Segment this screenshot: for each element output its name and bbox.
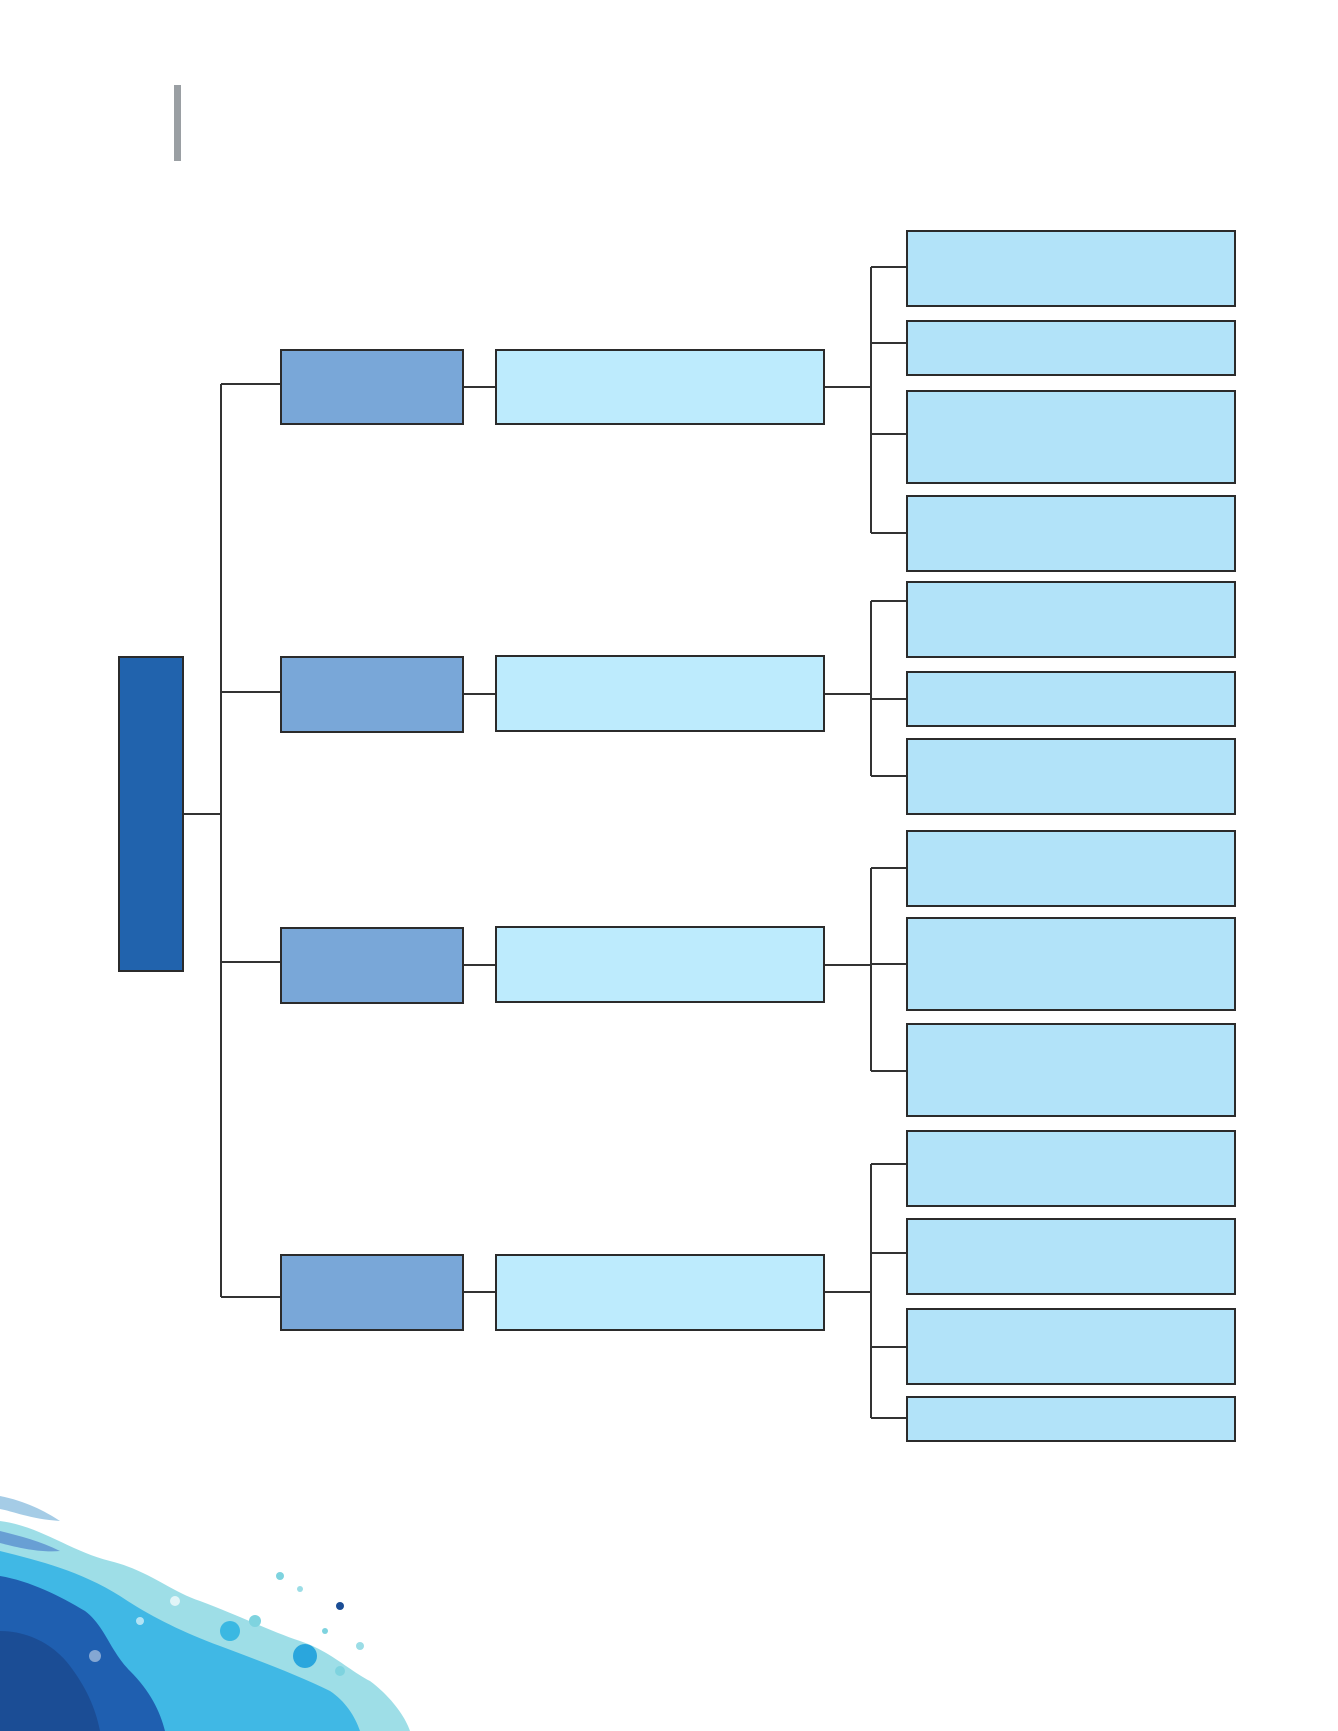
connector-line-27 bbox=[871, 1070, 906, 1072]
connector-line-25 bbox=[871, 867, 906, 869]
connector-line-5 bbox=[221, 961, 280, 963]
leaf-4-4 bbox=[906, 1396, 1236, 1442]
branch-3-node bbox=[280, 927, 464, 1004]
leaf-2-1 bbox=[906, 581, 1236, 658]
branch-1-detail bbox=[495, 349, 825, 425]
connector-line-4 bbox=[221, 691, 280, 693]
branch-3-detail bbox=[495, 926, 825, 1003]
leaf-3-3 bbox=[906, 1023, 1236, 1117]
connector-line-28 bbox=[870, 1164, 872, 1418]
connector-line-9 bbox=[464, 964, 495, 966]
connector-line-13 bbox=[825, 964, 871, 966]
leaf-4-2 bbox=[906, 1218, 1236, 1295]
connector-line-21 bbox=[871, 600, 906, 602]
leaf-3-1 bbox=[906, 830, 1236, 907]
branch-2-detail bbox=[495, 655, 825, 732]
connector-line-1 bbox=[184, 813, 222, 815]
connector-line-30 bbox=[871, 1252, 906, 1254]
connector-line-3 bbox=[221, 383, 280, 385]
leaf-4-1 bbox=[906, 1130, 1236, 1207]
connector-line-6 bbox=[221, 1296, 280, 1298]
leaf-3-2 bbox=[906, 917, 1236, 1011]
connector-line-2 bbox=[220, 384, 222, 1297]
leaf-1-3 bbox=[906, 390, 1236, 484]
leaf-4-3 bbox=[906, 1308, 1236, 1385]
branch-4-detail bbox=[495, 1254, 825, 1331]
connector-line-12 bbox=[825, 693, 871, 695]
connector-line-19 bbox=[871, 532, 906, 534]
connector-line-31 bbox=[871, 1346, 906, 1348]
watercolor-splash-decoration bbox=[0, 1496, 410, 1731]
connector-line-8 bbox=[464, 693, 495, 695]
connector-line-14 bbox=[825, 1291, 871, 1293]
connector-line-23 bbox=[871, 775, 906, 777]
connector-line-22 bbox=[871, 698, 906, 700]
connector-line-7 bbox=[464, 386, 495, 388]
branch-4-node bbox=[280, 1254, 464, 1331]
leaf-1-2 bbox=[906, 320, 1236, 376]
connector-line-10 bbox=[464, 1291, 495, 1293]
leaf-2-2 bbox=[906, 671, 1236, 727]
connector-line-20 bbox=[870, 601, 872, 776]
connector-line-15 bbox=[870, 267, 872, 533]
connector-line-24 bbox=[870, 868, 872, 1071]
connector-line-17 bbox=[871, 342, 906, 344]
title-accent-bar bbox=[174, 85, 181, 161]
branch-2-node bbox=[280, 656, 464, 733]
connector-line-18 bbox=[871, 433, 906, 435]
leaf-1-1 bbox=[906, 230, 1236, 307]
connector-line-11 bbox=[825, 386, 871, 388]
root-node bbox=[118, 656, 184, 972]
connector-line-29 bbox=[871, 1163, 906, 1165]
leaf-2-3 bbox=[906, 738, 1236, 815]
leaf-1-4 bbox=[906, 495, 1236, 572]
connector-line-26 bbox=[871, 963, 906, 965]
connector-line-32 bbox=[871, 1417, 906, 1419]
connector-line-16 bbox=[871, 266, 906, 268]
branch-1-node bbox=[280, 349, 464, 425]
